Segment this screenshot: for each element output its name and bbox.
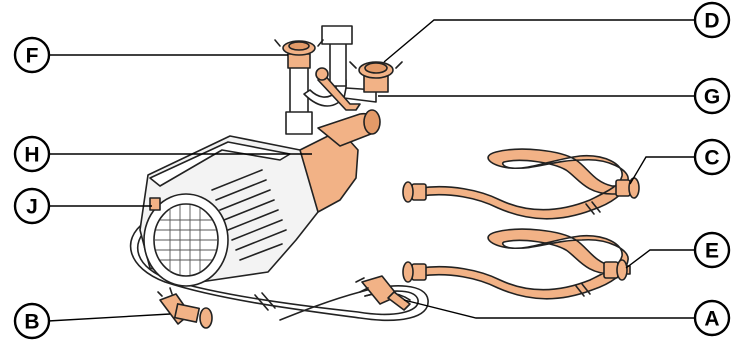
callout-h-label: H: [24, 144, 39, 167]
callout-a: A: [695, 301, 729, 335]
callout-e-label: E: [705, 240, 719, 263]
callout-f: F: [15, 38, 49, 72]
callout-f-label: F: [26, 45, 39, 68]
leader-e: [626, 250, 696, 268]
callout-c-label: C: [704, 147, 719, 170]
callout-c: C: [695, 140, 729, 174]
callout-b-label: B: [24, 311, 39, 334]
callout-d: D: [695, 3, 729, 37]
callout-b: B: [15, 304, 49, 338]
hose-e: [403, 229, 630, 299]
motor-switch: [150, 198, 160, 210]
mains-plug-a: [356, 276, 410, 310]
leader-a: [404, 300, 696, 318]
callout-j: J: [15, 189, 49, 223]
coupling-f: [275, 40, 323, 68]
leader-b: [48, 314, 170, 321]
callout-a-label: A: [704, 308, 719, 331]
callout-g-label: G: [704, 86, 720, 109]
callout-g: G: [695, 79, 729, 113]
callout-j-label: J: [26, 196, 38, 219]
callout-e: E: [695, 233, 729, 267]
hose-c: [403, 149, 639, 219]
adapter-b: [158, 288, 212, 328]
coupling-d: [350, 62, 402, 92]
leader-d: [384, 20, 696, 62]
leader-c: [630, 157, 696, 184]
callout-d-label: D: [704, 10, 719, 33]
callout-h: H: [15, 137, 49, 171]
pump-assembly: [140, 26, 402, 286]
